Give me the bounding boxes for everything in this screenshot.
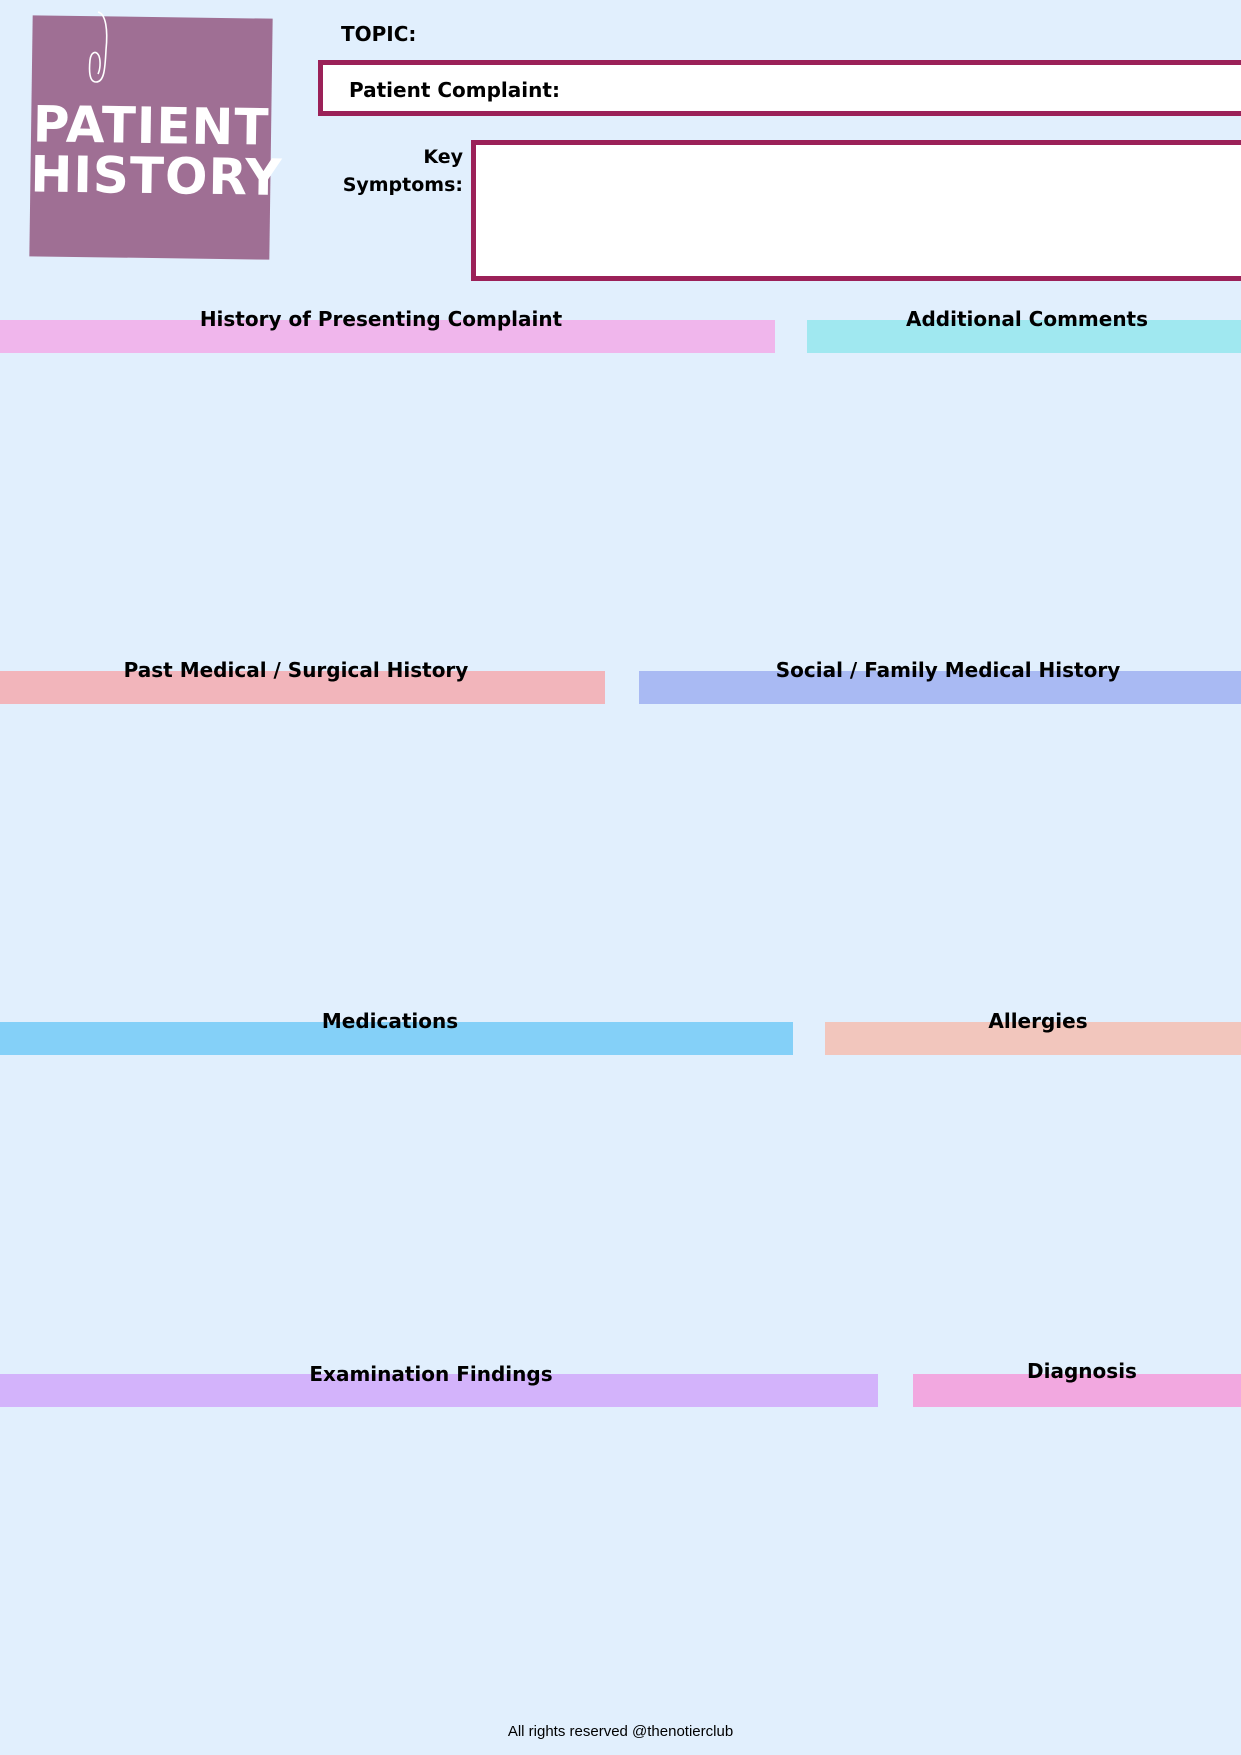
- title-sticky-note: PATIENT HISTORY: [29, 15, 283, 260]
- key-symptoms-label-line1: Key: [423, 146, 463, 168]
- pmh-bar: [0, 671, 605, 704]
- title-line-1: PATIENT: [32, 95, 270, 157]
- medications-heading: Medications: [321, 1009, 459, 1033]
- topic-label: TOPIC:: [341, 22, 417, 46]
- social-history-heading: Social / Family Medical History: [775, 658, 1121, 682]
- patient-complaint-label: Patient Complaint:: [349, 78, 560, 102]
- additional-comments-heading: Additional Comments: [905, 307, 1149, 331]
- allergies-bar: [825, 1022, 1241, 1055]
- hpc-bar: [0, 320, 775, 353]
- title-line-2: HISTORY: [30, 145, 283, 207]
- key-symptoms-label: Key Symptoms:: [330, 143, 463, 199]
- page-title: PATIENT HISTORY: [30, 95, 283, 207]
- pmh-heading: Past Medical / Surgical History: [123, 658, 469, 682]
- diagnosis-bar: [913, 1374, 1241, 1407]
- exam-bar: [0, 1374, 878, 1407]
- paperclip-icon: [88, 11, 108, 83]
- social-history-bar: [639, 671, 1241, 704]
- exam-heading: Examination Findings: [309, 1362, 553, 1386]
- key-symptoms-label-line2: Symptoms:: [342, 174, 463, 196]
- allergies-heading: Allergies: [988, 1009, 1088, 1033]
- footer-copyright: All rights reserved @thenotierclub: [507, 1723, 734, 1740]
- diagnosis-heading: Diagnosis: [1027, 1359, 1137, 1383]
- additional-comments-bar: [807, 320, 1241, 353]
- hpc-heading: History of Presenting Complaint: [199, 307, 563, 331]
- medications-bar: [0, 1022, 793, 1055]
- patient-complaint-field[interactable]: Patient Complaint:: [318, 60, 1241, 116]
- key-symptoms-field[interactable]: [471, 140, 1241, 281]
